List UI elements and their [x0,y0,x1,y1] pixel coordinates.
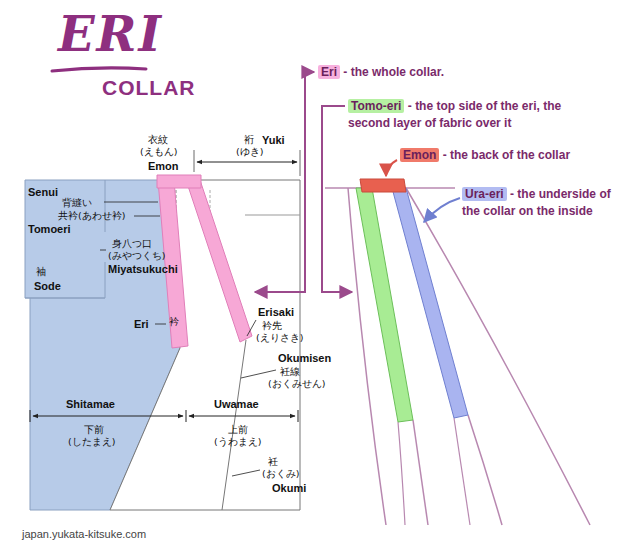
kanji-label: 衣紋 [148,134,168,147]
kanji-label: 裄 [244,134,254,147]
part-label: Uwamae [214,398,259,410]
part-label: Yuki [262,134,285,146]
part-label: Tomoeri [28,223,71,235]
kanji-label: 衽線 [280,366,300,379]
subtitle: COLLAR [102,76,196,100]
kanji-label: 下前 [84,424,104,437]
kanji-label: 身八つ口 [112,238,152,251]
kanji-label: 衿先 [262,320,282,333]
part-label: Okumi [272,482,306,494]
part-label: Okumisen [278,352,331,364]
watermark: japan.yukata-kitsuke.com [22,528,146,540]
part-label: Eri [134,318,149,330]
callout-term: Emon [400,148,439,162]
kanji-label: 衽 [268,456,278,469]
part-label: Sode [34,280,61,292]
kana-label: (おくみ) [262,468,299,481]
callout-box: Ura-eri - the underside of the collar on… [462,186,627,220]
part-label: Senui [28,186,58,198]
part-label: Shitamae [66,398,115,410]
callout-text: - the back of the collar [443,148,570,162]
callout-box: Eri - the whole collar. [318,64,598,81]
callout-box: Tomo-eri - the top side of the eri, the … [348,98,606,132]
diagram-title: ERI [58,6,163,62]
part-label: Miyatsukuchi [108,263,178,275]
part-label: Erisaki [258,306,294,318]
part-label: Emon [148,160,179,172]
kanji-label: 背縫い [62,197,92,210]
kanji-label: 共衿(あわせ衿) [58,210,125,223]
kanji-label: 袖 [36,266,46,279]
callout-term: Eri [318,65,340,79]
callout-term: Tomo-eri [348,99,404,113]
kana-label: (えもん) [140,146,177,159]
kana-label: (ゆき) [236,146,263,159]
kanji-label: 上前 [228,424,248,437]
kana-label: (うわまえ) [214,436,261,449]
kana-label: (みやつくち) [108,250,165,263]
callout-text: - the whole collar. [343,65,444,79]
callout-term: Ura-eri [462,187,507,201]
callout-box: Emon - the back of the collar [400,147,632,164]
kana-label: (したまえ) [68,436,115,449]
kana-label: (えりさき) [256,332,303,345]
kana-label: (おくみせん) [268,378,325,391]
kanji-label: 衿 [169,316,179,329]
